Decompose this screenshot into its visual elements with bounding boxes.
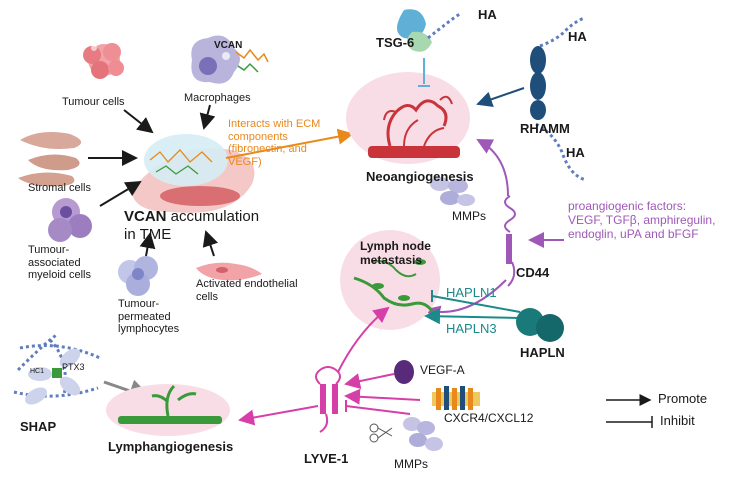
arrow-macrophage-to-vcan [199,104,216,130]
myeloid-cells-label: Tumour- associated myeloid cells [28,244,91,282]
lymphangiogenesis-label: Lymphangiogenesis [108,439,234,454]
hapln-label: HAPLN [520,345,565,360]
cxcr4-icon [432,386,480,410]
arrow-myeloid-to-vcan [99,180,142,207]
macrophages-label: Macrophages [184,92,251,104]
rhamm-label: RHAMM [520,121,570,136]
arrow-cd44-to-neoangiogenesis [476,139,509,197]
neoangiogenesis-label: Neoangiogenesis [366,169,474,184]
inhibit-hapln1 [431,295,521,313]
hapln1-label: HAPLN1 [446,285,497,300]
myeloid-cells-icon [48,198,92,242]
arrow-cxcr4-to-lyve1 [344,388,421,405]
mmps-top-label: MMPs [452,209,486,223]
vcan-molecule-icon [235,48,269,73]
lyve1-label: LYVE-1 [304,451,349,466]
in-tme-label: in TME [124,226,172,243]
mmps-bottom-label: MMPs [394,457,428,471]
cd44-label: CD44 [516,265,550,280]
arrow-tumour-to-vcan [123,109,154,134]
rhamm-icon [530,16,585,120]
ha-right-label: HA [568,29,587,44]
ha-top-label: HA [478,7,497,22]
neoangiogenesis-bg [346,72,470,164]
mmps-top-icon [430,177,475,206]
lymphocytes-label: Tumour- permeated lymphocytes [118,298,180,336]
hc1-label: HC1 [30,368,45,375]
tsg6-icon [397,9,432,87]
arrow-vcan-to-neoangiogenesis [225,128,354,159]
arrow-lyve1-to-lymphangiogenesis [238,405,319,426]
arrow-hapln3 [424,308,521,325]
scissors-icon [369,423,393,443]
cxcr4-label: CXCR4/CXCL12 [444,411,534,425]
lymph-node-bg [340,230,440,330]
hapln3-label: HAPLN3 [446,321,497,336]
ha-chain-cd44 [535,122,587,182]
arrow-vegfa-to-lyve1 [344,373,395,389]
arrow-lymphocytes-to-vcan [139,232,156,257]
vegfa-icon [394,360,414,384]
lyve1-icon [315,366,341,433]
arrow-endothelial-to-vcan [202,230,219,257]
stromal-cells-icon [18,132,82,187]
legend-inhibit-label: Inhibit [660,413,695,428]
lymphocytes-icon [118,256,158,296]
tumour-cells-label: Tumour cells [62,96,125,108]
ha-chain-top [427,12,461,40]
tsg6-label: TSG-6 [376,35,415,50]
lymph-vessel-icon [353,259,436,315]
proangiogenic-label: proangiogenic factors: VEGF, TGFβ, amphi… [568,199,716,241]
stromal-cells-label: Stromal cells [28,182,91,194]
shap-icon [13,332,101,405]
mmps-bottom-icon [403,417,443,451]
ptx3-label: PTX3 [62,362,85,372]
endothelial-cells-label: Activated endothelial cells [196,278,298,303]
cd44-icon [504,195,516,287]
macrophage-icon [191,35,240,84]
vcan-accumulation-label: VCAN accumulation [124,208,260,225]
lymph-node-label: Lymph node metastasis [360,239,431,267]
legend-promote-label: Promote [658,391,708,406]
vcan-tme-icon [132,134,255,213]
inhibit-mmps-lyve1 [345,405,411,415]
vegfa-label: VEGF-A [420,363,465,377]
arrow-lyve1-to-lymph-node [337,306,390,373]
interacts-ecm-label: Interacts with ECM components (fibronect… [228,118,321,168]
lymphatic-vessel-icon [118,384,222,424]
shap-label: SHAP [20,419,57,434]
arrow-rhamm-to-neoangiogenesis [476,87,525,107]
hapln-icon [516,308,564,342]
blood-vessel-icon [368,95,460,158]
vcan-small-label: VCAN [214,40,243,51]
ha-cd44-label: HA [566,145,585,160]
tumour-cells-icon [83,43,124,79]
endothelial-cell-icon [196,262,262,281]
